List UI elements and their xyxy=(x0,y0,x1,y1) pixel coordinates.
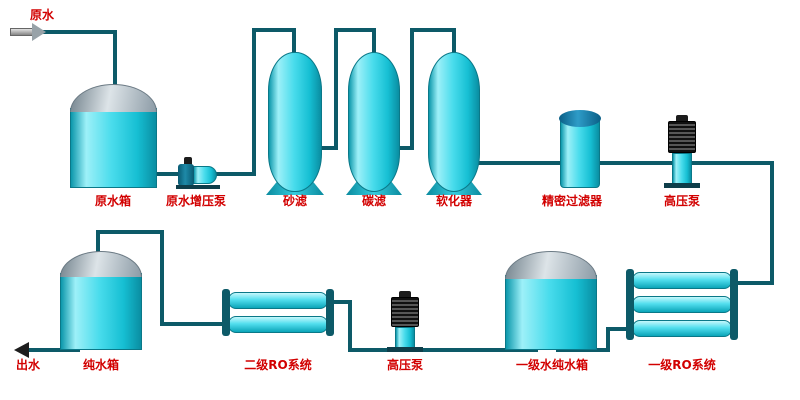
tank-dome xyxy=(60,251,142,277)
stage2-ro-label: 二级RO系统 xyxy=(244,358,312,372)
pipe-segment xyxy=(150,172,184,176)
pump-body xyxy=(672,153,692,185)
stage1-pure-water-tank-label: 一级水纯水箱 xyxy=(515,358,588,372)
pipe-segment xyxy=(452,28,456,58)
filter-body xyxy=(560,120,600,188)
arrow-head-icon xyxy=(32,23,46,41)
pipe-segment xyxy=(160,322,228,326)
pipe-segment xyxy=(210,172,256,176)
water-outlet-label: 出水 xyxy=(15,358,40,372)
vessel-body xyxy=(268,52,322,192)
tank-dome xyxy=(505,251,597,279)
pipe-segment xyxy=(348,300,352,352)
carbon-filter-label: 碳滤 xyxy=(361,194,386,208)
sand-filter-label: 砂滤 xyxy=(282,194,307,208)
pipe-segment xyxy=(334,28,338,150)
vessel-body xyxy=(428,52,480,192)
tank-body xyxy=(60,273,142,350)
ro-membrane-tube xyxy=(632,320,732,337)
ro-membrane-tube xyxy=(228,316,328,333)
tank-dome xyxy=(70,84,157,112)
raw-water-label: 原水 xyxy=(29,8,54,22)
pump-base xyxy=(176,185,220,189)
pipe-segment xyxy=(252,28,296,32)
pipe-segment xyxy=(476,161,774,165)
pipe-segment xyxy=(96,230,164,234)
pipe-segment xyxy=(372,28,376,58)
booster-pump-label: 原水增压泵 xyxy=(165,194,226,208)
pipe-segment xyxy=(410,28,414,150)
pipe-segment xyxy=(410,28,456,32)
pump-base xyxy=(387,347,423,352)
tank-body xyxy=(505,275,597,350)
vessel-body xyxy=(348,52,400,192)
water-outlet-arrow-icon xyxy=(14,342,29,358)
softener-label: 软化器 xyxy=(435,194,472,208)
pipe-segment xyxy=(606,327,610,352)
stage1-ro-label: 一级RO系统 xyxy=(648,358,716,372)
pipe-segment xyxy=(556,348,610,352)
ro-end-cap xyxy=(626,269,634,340)
pipe-segment xyxy=(606,327,634,331)
pipe-segment xyxy=(770,161,774,285)
pipe-segment xyxy=(252,28,256,176)
pipe-segment xyxy=(160,230,164,326)
pipe-segment xyxy=(326,300,352,304)
pump-base xyxy=(664,183,700,188)
pipe-segment xyxy=(42,30,117,34)
high-pressure-pump-top-label: 高压泵 xyxy=(663,194,700,208)
pump-motor xyxy=(391,297,419,327)
pipe-segment xyxy=(96,230,100,262)
filter-top-cap xyxy=(559,110,601,127)
ro-membrane-tube xyxy=(228,292,328,309)
ro-end-cap xyxy=(222,289,230,336)
ro-end-cap xyxy=(326,289,334,336)
ro-membrane-tube xyxy=(632,296,732,313)
ro-end-cap xyxy=(730,269,738,340)
precision-filter-label: 精密过滤器 xyxy=(541,194,602,208)
raw-water-tank-label: 原水箱 xyxy=(94,194,131,208)
pipe-segment xyxy=(730,281,774,285)
high-pressure-pump-bottom-label: 高压泵 xyxy=(386,358,423,372)
tank-body xyxy=(70,108,157,188)
pipe-segment xyxy=(394,146,414,150)
pump-body xyxy=(395,327,415,349)
pipe-segment xyxy=(316,146,338,150)
pipe-segment xyxy=(292,28,296,58)
pipe-segment xyxy=(113,30,117,96)
pipe-segment xyxy=(334,28,376,32)
pure-water-tank-label: 纯水箱 xyxy=(82,358,119,372)
ro-membrane-tube xyxy=(632,272,732,289)
motor-cap xyxy=(676,115,688,122)
pipe-segment xyxy=(28,348,80,352)
pump-stub xyxy=(184,157,192,166)
pipe-segment xyxy=(348,348,538,352)
motor-cap xyxy=(399,291,411,298)
pump-motor-body xyxy=(193,166,217,184)
arrow-shaft xyxy=(10,28,33,36)
pump-motor xyxy=(668,121,696,153)
pump-head xyxy=(178,164,194,186)
